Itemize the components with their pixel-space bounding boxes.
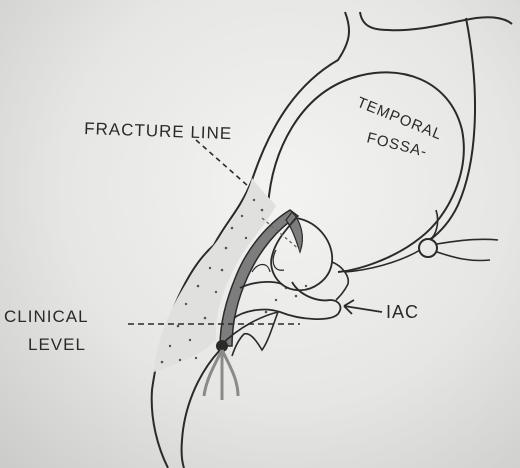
fracture-line-indicator — [196, 140, 248, 186]
canal-connection-lines — [332, 262, 348, 300]
upper-right-bone-edge — [360, 12, 512, 30]
nerve-branches — [204, 350, 238, 400]
fracture-line-label: FRACTURE LINE — [84, 119, 233, 143]
iac-label: IAC — [386, 302, 419, 322]
foramen-circle — [419, 239, 437, 257]
clinical-level-label-line2: LEVEL — [28, 335, 86, 354]
clinical-level-label-line1: CLINICAL — [4, 307, 89, 326]
